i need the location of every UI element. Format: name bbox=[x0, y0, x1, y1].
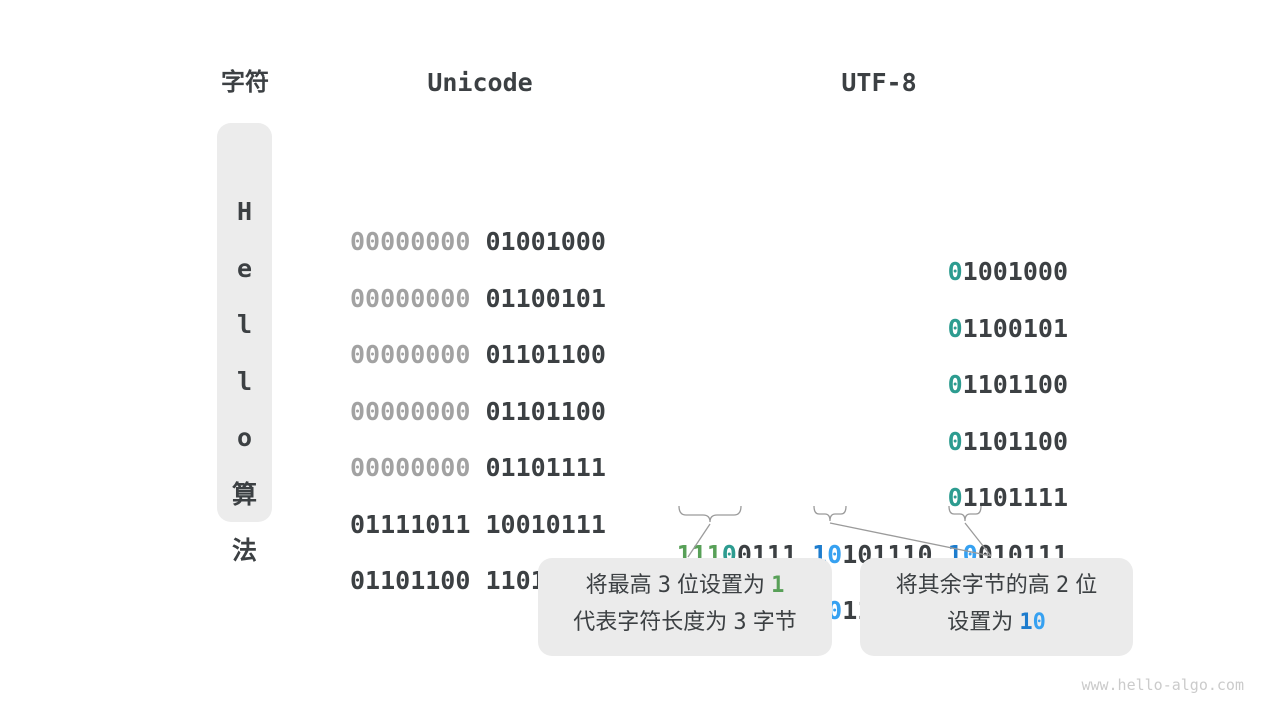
utf8-value: 01100101 bbox=[948, 314, 1068, 344]
callout-line: 将其余字节的高 2 位 bbox=[860, 566, 1133, 603]
encoding-row: e 00000000 01100101 01100101 bbox=[0, 194, 1280, 343]
text-segment: 01001000 bbox=[470, 227, 606, 256]
char-cell: o bbox=[236, 423, 253, 452]
text-segment: 1101100 bbox=[962, 426, 1068, 456]
text-segment: 2 bbox=[1055, 573, 1070, 598]
text-segment: 0 bbox=[947, 370, 963, 399]
text-segment: 00000000 bbox=[350, 227, 471, 256]
text-segment: 0 bbox=[1032, 610, 1046, 635]
char-cell: 法 bbox=[231, 536, 257, 565]
text-segment: 0 bbox=[947, 426, 963, 456]
text-segment: 1001000 bbox=[962, 257, 1068, 286]
char-cell: l bbox=[236, 366, 253, 396]
brace-continuation-byte-1 bbox=[813, 505, 847, 522]
callout-line: 将最高 3 位设置为 1 bbox=[538, 566, 832, 603]
text-segment: 00000000 bbox=[350, 396, 471, 426]
char-column-panel bbox=[217, 123, 272, 522]
unicode-value: 00000000 01101111 bbox=[350, 453, 606, 483]
encoding-row: l 00000000 01101100 01101100 bbox=[0, 250, 1280, 399]
unicode-value: 01111011 10010111 bbox=[350, 510, 606, 540]
column-header-char: 字符 bbox=[221, 69, 269, 96]
text-segment: 设置为 bbox=[947, 609, 1020, 634]
char-cell: e bbox=[236, 253, 253, 283]
text-segment: 01100101 bbox=[470, 283, 606, 313]
text-segment: 01111011 10010111 bbox=[350, 509, 606, 539]
text-segment: 位 bbox=[1069, 572, 1098, 597]
column-header-unicode: Unicode bbox=[427, 68, 533, 97]
text-segment: 00000000 bbox=[350, 453, 471, 482]
encoding-row: H 00000000 01001000 01001000 bbox=[0, 137, 1280, 286]
text-segment: 位设置为 bbox=[670, 572, 772, 597]
text-segment: 0 bbox=[947, 257, 963, 286]
callout-continuation-bits: 将其余字节的高 2 位 设置为 10 bbox=[860, 558, 1133, 656]
text-segment: 00000000 bbox=[350, 340, 471, 369]
text-segment: 1100101 bbox=[962, 313, 1068, 343]
text-segment: 1101100 bbox=[962, 370, 1068, 399]
char-cell: l bbox=[236, 310, 253, 339]
unicode-value: 00000000 01001000 bbox=[350, 227, 606, 257]
callout-line: 代表字符长度为 3 字节 bbox=[538, 603, 832, 640]
brace-3bit-prefix bbox=[678, 505, 742, 523]
text-segment: 3 bbox=[657, 573, 671, 598]
watermark: www.hello-algo.com bbox=[1081, 676, 1244, 694]
text-segment: 0 bbox=[947, 483, 963, 512]
char-cell: H bbox=[236, 197, 253, 226]
text-segment: 代表字符长度为 bbox=[573, 609, 734, 634]
utf8-value: 01101100 bbox=[948, 370, 1068, 400]
char-cell: 算 bbox=[231, 479, 257, 509]
callout-high-bits: 将最高 3 位设置为 1 代表字符长度为 3 字节 bbox=[538, 558, 832, 656]
text-segment: 将其余字节的高 bbox=[895, 572, 1056, 597]
utf8-value: 01001000 bbox=[948, 257, 1068, 287]
utf8-value: 01101100 bbox=[948, 427, 1068, 457]
unicode-value: 00000000 01101100 bbox=[350, 340, 606, 370]
callout-line: 设置为 10 bbox=[860, 603, 1133, 640]
unicode-value: 00000000 01100101 bbox=[350, 284, 606, 314]
encoding-row: o 00000000 01101111 01101111 bbox=[0, 363, 1280, 512]
text-segment: 1 bbox=[1019, 610, 1033, 635]
text-segment: 00000000 bbox=[350, 283, 471, 313]
text-segment: 1 bbox=[771, 573, 785, 598]
text-segment: 3 bbox=[733, 610, 747, 635]
unicode-value: 00000000 01101100 bbox=[350, 397, 606, 427]
text-segment: 0 bbox=[947, 313, 963, 343]
encoding-row: l 00000000 01101100 01101100 bbox=[0, 307, 1280, 456]
text-segment: 01101111 bbox=[470, 453, 606, 482]
utf8-value: 01101111 bbox=[948, 483, 1068, 513]
text-segment: 01101100 bbox=[470, 396, 606, 426]
text-segment: 将最高 bbox=[585, 572, 658, 597]
encoding-row: 算 01111011 10010111 11100111 10101110 10… bbox=[0, 420, 1280, 569]
text-segment: 字节 bbox=[746, 609, 797, 634]
text-segment: 01101100 bbox=[470, 340, 606, 369]
column-header-utf8: UTF-8 bbox=[841, 68, 917, 97]
